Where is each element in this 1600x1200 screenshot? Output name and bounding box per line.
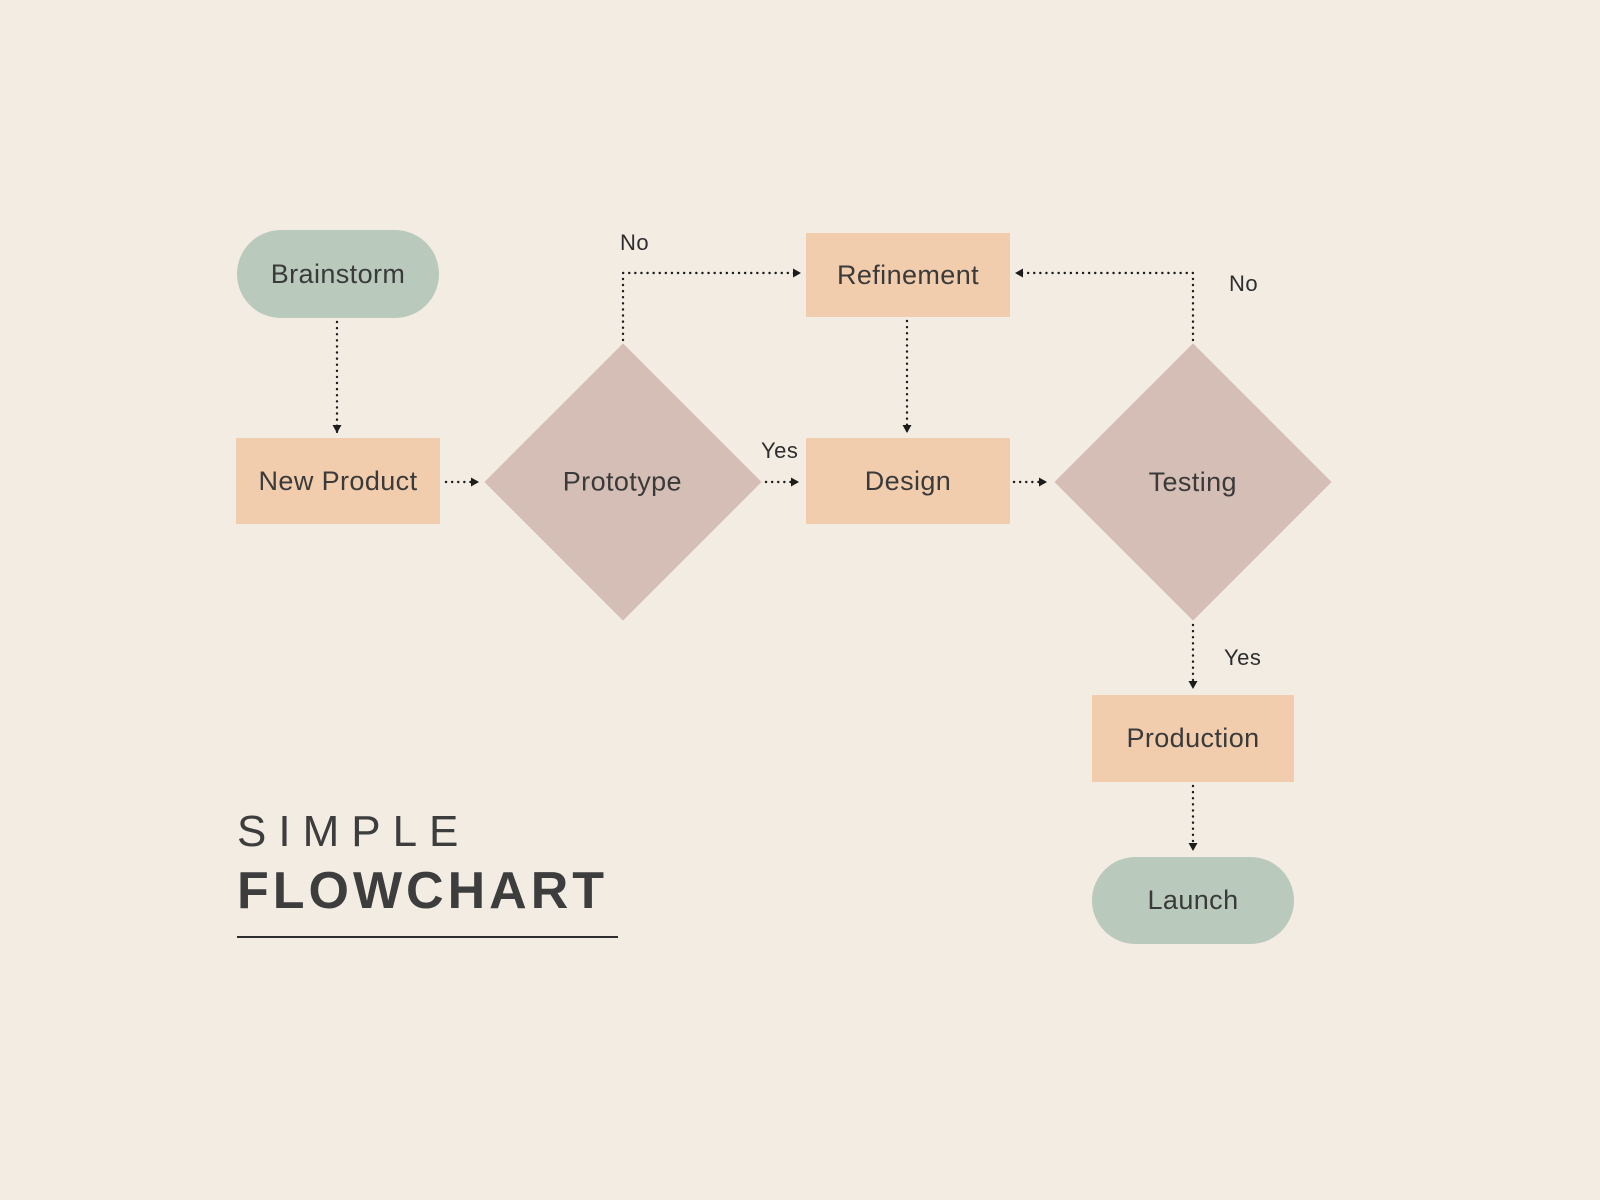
node-design: Design [806, 438, 1010, 524]
edge-label-prototype-no: No [620, 230, 650, 255]
node-refinement-label: Refinement [836, 259, 980, 290]
node-brainstorm: Brainstorm [237, 230, 439, 318]
node-launch-label: Launch [1147, 885, 1239, 915]
connector-prototype-to-refinement [621, 268, 802, 342]
title-line-2: FLOWCHART [237, 861, 609, 920]
node-design-label: Design [864, 465, 952, 496]
node-testing-label: Testing [1148, 466, 1238, 497]
title-line-1: SIMPLE [237, 807, 471, 856]
title-underline [237, 936, 618, 938]
node-new-product: New Product [236, 438, 440, 524]
node-new-product-label: New Product [258, 465, 418, 496]
node-production: Production [1092, 695, 1294, 782]
node-production-label: Production [1126, 723, 1260, 753]
chart-title: SIMPLE FLOWCHART [237, 806, 608, 922]
edge-label-prototype-yes: Yes [761, 438, 799, 463]
node-brainstorm-label: Brainstorm [270, 258, 406, 289]
edge-label-testing-no: No [1229, 271, 1259, 296]
edge-label-testing-yes: Yes [1224, 645, 1262, 670]
node-prototype-label: Prototype [563, 466, 683, 497]
connector-testing-to-refinement [1014, 268, 1195, 342]
node-refinement: Refinement [806, 233, 1010, 317]
node-launch: Launch [1092, 857, 1294, 944]
